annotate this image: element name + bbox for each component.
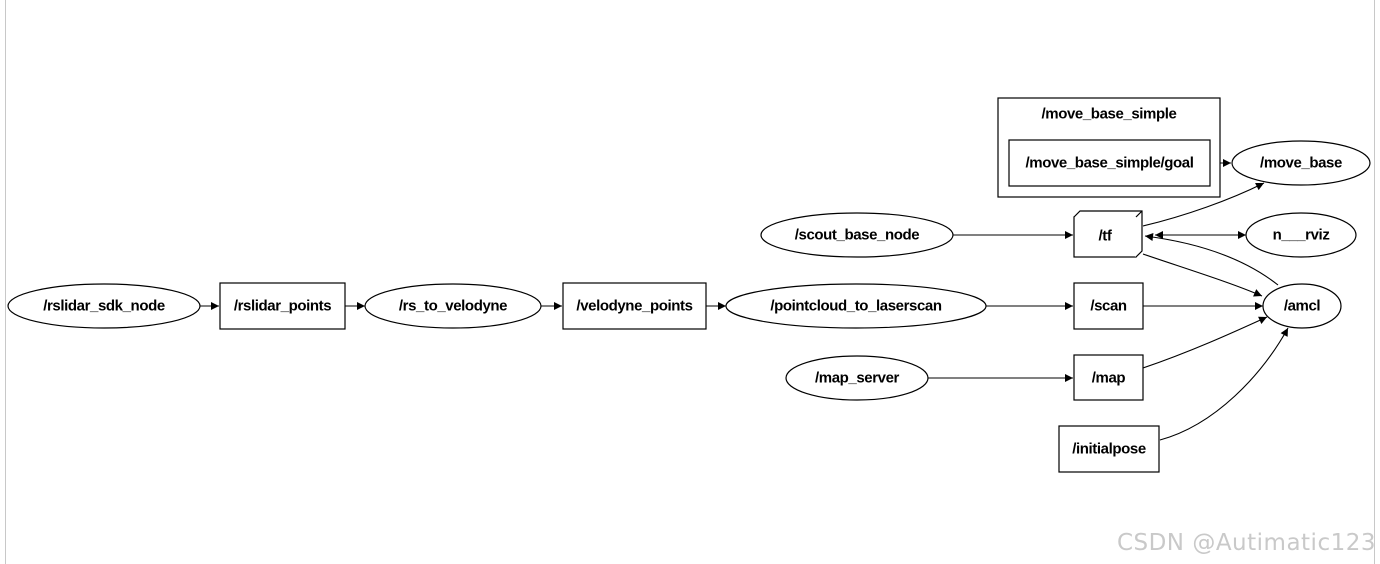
node-scout-base-node[interactable]: /scout_base_node bbox=[760, 212, 954, 258]
node-label: /scout_base_node bbox=[795, 227, 920, 244]
node-label: /amcl bbox=[1284, 298, 1321, 315]
edge-initialpose-to-amcl bbox=[1159, 327, 1289, 441]
node-label: /rs_to_velodyne bbox=[399, 298, 507, 315]
topic-move-base-simple-goal[interactable]: /move_base_simple/goal bbox=[1008, 139, 1211, 187]
edge-tf-to-amcl bbox=[1142, 253, 1263, 297]
node-label: /rslidar_sdk_node bbox=[43, 298, 165, 315]
edge-tf-to-move-base bbox=[1142, 182, 1265, 227]
node-label: n___rviz bbox=[1273, 227, 1330, 244]
node-rviz[interactable]: n___rviz bbox=[1245, 212, 1357, 258]
topic-label: /rslidar_points bbox=[234, 298, 331, 315]
topic-map[interactable]: /map bbox=[1073, 354, 1144, 401]
watermark-text: CSDN @Autimatic123 bbox=[1116, 530, 1376, 556]
topic-initialpose[interactable]: /initialpose bbox=[1058, 425, 1160, 473]
namespace-label: /move_base_simple bbox=[1042, 106, 1177, 123]
topic-label: /tf bbox=[1099, 228, 1113, 245]
topic-label: /initialpose bbox=[1072, 441, 1146, 458]
canvas-border-left bbox=[5, 0, 6, 564]
canvas-border-right bbox=[1374, 0, 1375, 564]
node-label: /pointcloud_to_laserscan bbox=[770, 298, 942, 315]
topic-tf[interactable]: /tf bbox=[1073, 210, 1143, 258]
topic-label: /map bbox=[1092, 370, 1126, 387]
topic-scan[interactable]: /scan bbox=[1073, 282, 1144, 330]
topic-label: /move_base_simple/goal bbox=[1026, 155, 1194, 172]
node-move-base[interactable]: /move_base bbox=[1231, 140, 1371, 186]
topic-label: /velodyne_points bbox=[576, 298, 692, 315]
topic-label: /scan bbox=[1090, 298, 1127, 315]
node-amcl[interactable]: /amcl bbox=[1262, 283, 1342, 329]
edges bbox=[200, 159, 1289, 441]
node-pointcloud-to-laserscan[interactable]: /pointcloud_to_laserscan bbox=[725, 283, 987, 329]
node-map-server[interactable]: /map_server bbox=[785, 355, 929, 401]
edge-map-to-amcl bbox=[1142, 316, 1268, 369]
topic-rslidar-points[interactable]: /rslidar_points bbox=[219, 282, 346, 330]
node-label: /move_base bbox=[1260, 155, 1342, 172]
node-rslidar-sdk-node[interactable]: /rslidar_sdk_node bbox=[7, 283, 201, 329]
node-label: /map_server bbox=[815, 370, 900, 387]
topic-velodyne-points[interactable]: /velodyne_points bbox=[562, 282, 707, 330]
node-rs-to-velodyne[interactable]: /rs_to_velodyne bbox=[364, 283, 542, 329]
